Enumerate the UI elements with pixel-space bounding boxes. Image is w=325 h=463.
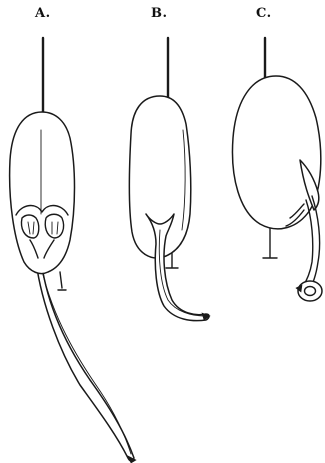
panel-label-c: C. <box>256 6 272 21</box>
specimen-c <box>232 38 322 301</box>
specimen-b <box>129 38 210 321</box>
cotyledon-body-a <box>10 112 75 274</box>
panel-label-b: B. <box>151 6 168 21</box>
radicle-a <box>36 250 134 461</box>
rootlet-a <box>58 272 66 290</box>
panel-label-a: A. <box>34 6 51 21</box>
specimen-a <box>10 38 136 463</box>
coil-outer-c <box>298 281 322 301</box>
